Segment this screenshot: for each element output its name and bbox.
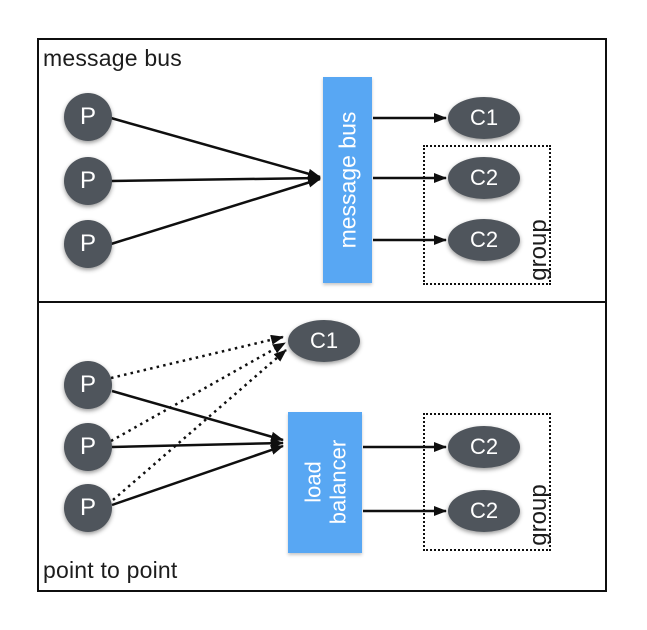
producer-node: P <box>64 361 112 409</box>
consumer-label: C1 <box>469 105 499 130</box>
producer-label: P <box>79 167 96 194</box>
producer-node: P <box>64 157 112 205</box>
group-label: group <box>525 219 552 281</box>
producer-label: P <box>79 494 96 521</box>
consumer-group-box <box>423 145 551 285</box>
message-bus-box <box>323 77 372 283</box>
consumer-label: C2 <box>469 498 499 523</box>
load-balancer-label-line1: load <box>300 461 326 503</box>
producer-node: P <box>64 93 112 141</box>
consumer-label: C2 <box>469 227 499 252</box>
load-balancer-box <box>288 412 362 553</box>
producer-label: P <box>79 371 96 398</box>
message-bus-box-label: message bus <box>334 111 361 249</box>
panel-divider <box>37 301 607 303</box>
producer-label: P <box>79 433 96 460</box>
producer-node: P <box>64 423 112 471</box>
consumer-node: C2 <box>448 490 520 532</box>
load-balancer-label-line2: balancer <box>325 439 350 525</box>
consumer-label: C1 <box>309 328 339 353</box>
producer-label: P <box>79 230 96 257</box>
consumer-node: C2 <box>448 426 520 468</box>
consumer-label: C2 <box>469 165 499 190</box>
direct-consumer-node: C1 <box>288 320 360 362</box>
consumer-label: C2 <box>469 434 499 459</box>
producer-node: P <box>64 220 112 268</box>
consumer-node: C1 <box>448 97 520 139</box>
panel-title-message-bus: message bus <box>43 45 182 71</box>
group-label: group <box>525 484 552 546</box>
load-balancer-box-label: load balancer <box>300 439 350 525</box>
consumer-node: C2 <box>448 157 520 199</box>
producer-label: P <box>79 103 96 130</box>
consumer-node: C2 <box>448 219 520 261</box>
consumer-group-box <box>423 413 551 551</box>
panel-title-point-to-point: point to point <box>43 557 178 583</box>
producer-node: P <box>64 484 112 532</box>
